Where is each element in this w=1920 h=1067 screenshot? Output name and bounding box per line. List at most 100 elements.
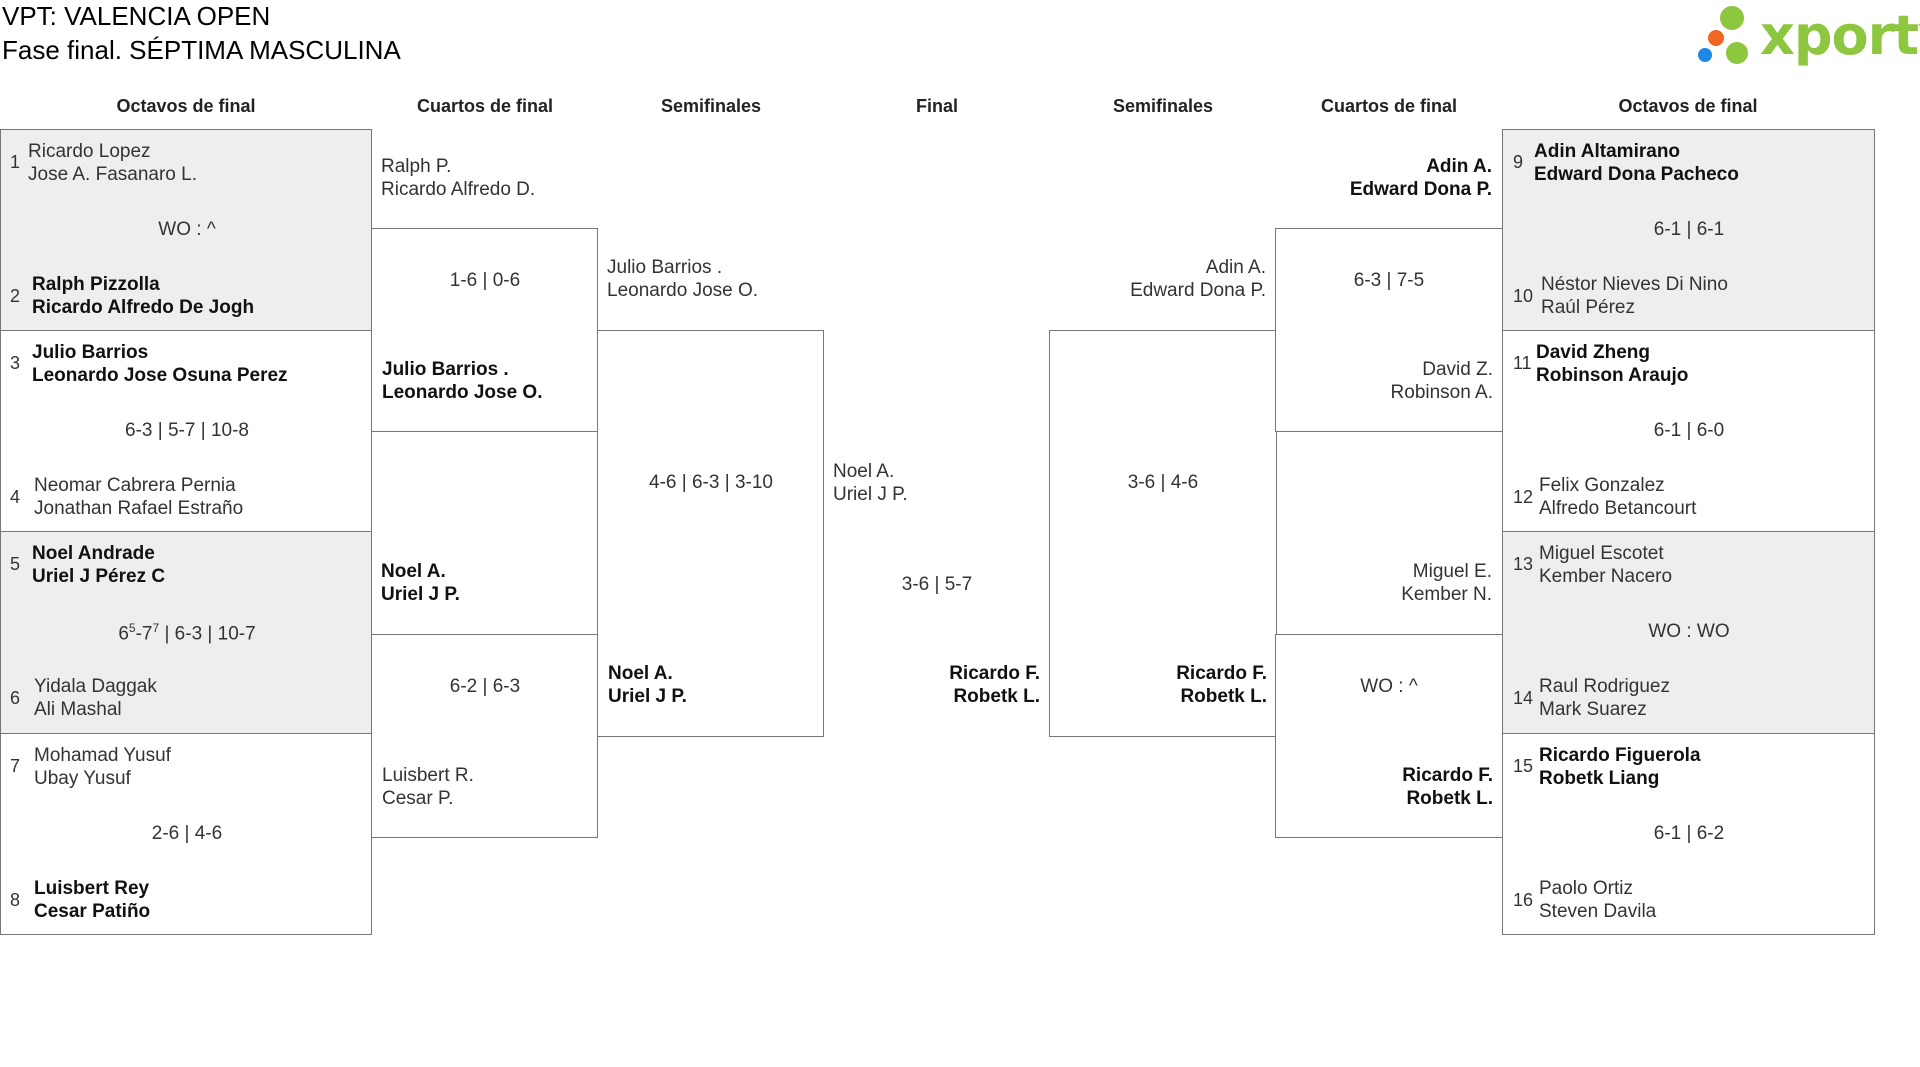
team-bottom: Luisbert R. Cesar P. (382, 764, 474, 810)
seed: 13 (1513, 554, 1534, 574)
player-name: Julio Barrios (32, 342, 149, 363)
player-name: Jonathan Rafael Estraño (34, 498, 244, 519)
player-name: Ubay Yusuf (34, 768, 131, 789)
team-top: Mohamad Yusuf Ubay Yusuf (34, 744, 171, 790)
final-team-bottom: Ricardo F. Robetk L. (824, 662, 1040, 708)
match-score: 6-1 | 6-2 (1653, 823, 1725, 844)
player-name: Robinson A. (1390, 382, 1493, 403)
header-left-sf: Semifinales (660, 96, 762, 116)
match-score: 6-1 | 6-0 (1653, 420, 1725, 441)
player-name: Miguel E. (1412, 561, 1492, 582)
tiebreak: 5 (128, 621, 136, 635)
match-score: 4-6 | 6-3 | 3-10 (649, 472, 773, 493)
player-name: Miguel Escotet (1539, 543, 1664, 564)
seed: 5 (10, 554, 21, 574)
player-name: Edward Dona Pacheco (1534, 164, 1739, 185)
match-right-sf[interactable]: 3-6 | 4-6 Ricardo F. Robetk L. (1049, 330, 1277, 737)
player-name: Cesar P. (382, 788, 454, 809)
seed: 4 (10, 487, 21, 507)
match-right-r16-11[interactable]: 11 David Zheng Robinson Araujo 6-1 | 6-0… (1502, 330, 1875, 532)
team-top: Noel Andrade Uriel J Pérez C (32, 542, 165, 588)
right-qf-2-team-top: Miguel E. Kember N. (1276, 560, 1492, 606)
match-score: WO : ^ (1360, 676, 1418, 697)
team-bottom: Ricardo F. Robetk L. (1050, 662, 1267, 708)
player-name: Cesar Patiño (34, 901, 151, 922)
header-left-r16: Octavos de final (116, 96, 256, 116)
player-name: Felix Gonzalez (1539, 475, 1665, 496)
team-bottom: Raul Rodriguez Mark Suarez (1539, 675, 1670, 721)
player-name: Uriel J P. (833, 484, 908, 505)
player-name: Yidala Daggak (34, 676, 157, 697)
logo-dot-green-2 (1726, 42, 1748, 64)
seed: 11 (1513, 353, 1532, 373)
player-name: Noel A. (608, 663, 673, 684)
player-name: Kember Nacero (1539, 566, 1673, 587)
match-right-r16-15[interactable]: 15 Ricardo Figuerola Robetk Liang 6-1 | … (1502, 733, 1875, 935)
team-bottom: Noel A. Uriel J P. (608, 662, 687, 708)
match-left-r16-1[interactable]: 1 Ricardo Lopez Jose A. Fasanaro L. WO :… (0, 129, 372, 331)
player-name: Noel A. (381, 561, 446, 582)
team-bottom: Neomar Cabrera Pernia Jonathan Rafael Es… (34, 474, 243, 520)
team-top: Miguel Escotet Kember Nacero (1539, 542, 1672, 588)
logo-text: xporty (1760, 4, 1920, 67)
player-name: Ricardo F. (1176, 663, 1267, 684)
player-name: Mark Suarez (1539, 699, 1647, 720)
player-name: Neomar Cabrera Pernia (34, 475, 236, 496)
team-bottom: Paolo Ortiz Steven Davila (1539, 877, 1656, 923)
team-bottom: Luisbert Rey Cesar Patiño (34, 877, 150, 923)
logo-dot-green (1720, 6, 1744, 30)
match-left-qf-1[interactable]: 1-6 | 0-6 Julio Barrios . Leonardo Jose … (371, 228, 598, 432)
player-name: Julio Barrios . (607, 257, 723, 278)
score-part: -7 (135, 623, 153, 645)
team-bottom: Néstor Nieves Di Nino Raúl Pérez (1541, 273, 1728, 319)
player-name: Adin A. (1205, 257, 1266, 278)
event-subtitle: Fase final. SÉPTIMA MASCULINA (2, 35, 401, 65)
player-name: Ralph P. (381, 156, 452, 177)
player-name: Paolo Ortiz (1539, 878, 1633, 899)
team-bottom: Julio Barrios . Leonardo Jose O. (382, 358, 542, 404)
team-top: Adin Altamirano Edward Dona Pacheco (1534, 140, 1739, 186)
match-right-r16-9[interactable]: 9 Adin Altamirano Edward Dona Pacheco 6-… (1502, 129, 1875, 331)
header-left-qf: Cuartos de final (416, 96, 554, 116)
xporty-logo: xporty (1698, 4, 1920, 70)
match-left-r16-3[interactable]: 5 Noel Andrade Uriel J Pérez C 65-77 | 6… (0, 531, 372, 734)
player-name: Robetk Liang (1539, 768, 1660, 789)
match-right-qf-2[interactable]: WO : ^ Ricardo F. Robetk L. (1275, 634, 1503, 838)
match-left-r16-4[interactable]: 7 Mohamad Yusuf Ubay Yusuf 2-6 | 4-6 8 L… (0, 733, 372, 935)
seed: 16 (1513, 890, 1534, 910)
left-sf-team-top: Julio Barrios . Leonardo Jose O. (607, 256, 758, 302)
match-score: 6-3 | 7-5 (1353, 270, 1425, 291)
player-name: Robinson Araujo (1536, 365, 1689, 386)
player-name: David Zheng (1536, 342, 1651, 363)
seed: 9 (1513, 152, 1524, 172)
match-left-qf-2[interactable]: 6-2 | 6-3 Luisbert R. Cesar P. (371, 634, 598, 838)
player-name: Ricardo Alfredo D. (381, 179, 536, 200)
match-score: 2-6 | 4-6 (151, 823, 223, 844)
tiebreak: 7 (152, 621, 160, 635)
player-name: Ralph Pizzolla (32, 274, 160, 295)
player-name: Ali Mashal (34, 699, 122, 720)
seed: 14 (1513, 688, 1534, 708)
match-left-r16-2[interactable]: 3 Julio Barrios Leonardo Jose Osuna Pere… (0, 330, 372, 532)
player-name: Ricardo F. (949, 663, 1040, 684)
player-name: Noel A. (833, 461, 895, 482)
header-final: Final (915, 96, 958, 116)
player-name: Robetk L. (1180, 686, 1267, 707)
player-name: Leonardo Jose O. (382, 382, 543, 403)
match-right-qf-1[interactable]: 6-3 | 7-5 David Z. Robinson A. (1275, 228, 1503, 432)
team-top: Ricardo Lopez Jose A. Fasanaro L. (28, 140, 197, 186)
seed: 7 (10, 756, 21, 776)
final-team-top: Noel A. Uriel J P. (833, 460, 908, 506)
match-left-sf[interactable]: 4-6 | 6-3 | 3-10 Noel A. Uriel J P. (597, 330, 824, 737)
score-part: 6 (118, 623, 129, 645)
team-top: Julio Barrios Leonardo Jose Osuna Perez (32, 341, 288, 387)
seed: 3 (10, 353, 21, 373)
player-name: Edward Dona P. (1130, 280, 1266, 301)
player-name: Kember N. (1401, 584, 1492, 605)
header-right-r16: Octavos de final (1618, 96, 1758, 116)
player-name: Alfredo Betancourt (1539, 498, 1697, 519)
logo-dot-orange (1708, 30, 1724, 46)
match-score: WO : ^ (158, 219, 216, 240)
match-score: 1-6 | 0-6 (449, 270, 521, 291)
match-right-r16-13[interactable]: 13 Miguel Escotet Kember Nacero WO : WO … (1502, 531, 1875, 734)
